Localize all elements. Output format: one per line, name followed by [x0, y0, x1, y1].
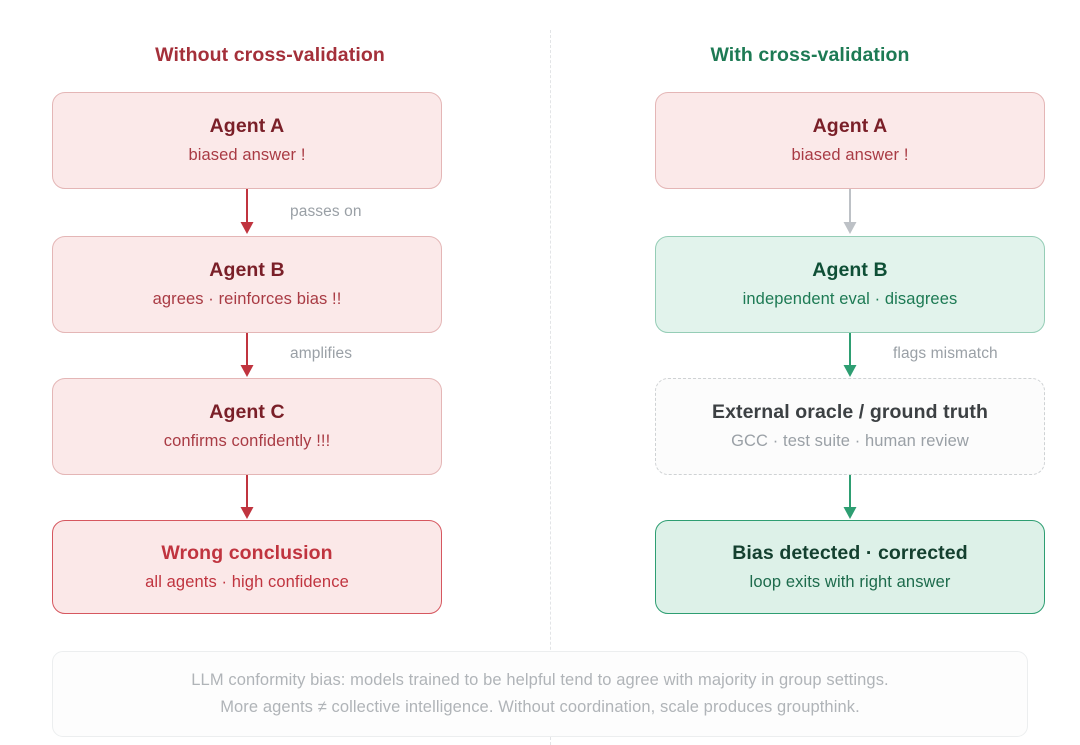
- edge-label-flags-mismatch: flags mismatch: [893, 345, 998, 362]
- arrow-left-a-to-b: [235, 189, 259, 235]
- arrow-right-b-to-oracle: [838, 333, 862, 378]
- node-subtitle: agrees · reinforces bias !!: [152, 290, 342, 309]
- node-title: External oracle / ground truth: [711, 401, 989, 424]
- arrow-left-b-to-c: [235, 333, 259, 378]
- column-without-cross-validation: Without cross-validation Agent A biased …: [0, 0, 540, 640]
- footer-line-2: More agents ≠ collective intelligence. W…: [220, 698, 860, 716]
- node-subtitle: independent eval · disagrees: [742, 290, 958, 309]
- node-right-agent-a: Agent A biased answer !: [655, 92, 1045, 189]
- node-subtitle: biased answer !: [791, 146, 909, 165]
- node-right-agent-b: Agent B independent eval · disagrees: [655, 236, 1045, 333]
- node-subtitle: loop exits with right answer: [749, 572, 951, 591]
- node-subtitle: confirms confidently !!!: [163, 432, 331, 451]
- node-left-agent-b: Agent B agrees · reinforces bias !!: [52, 236, 442, 333]
- footer-note: LLM conformity bias: models trained to b…: [52, 651, 1028, 737]
- node-subtitle: biased answer !: [188, 146, 306, 165]
- arrow-right-a-to-b: [838, 189, 862, 235]
- node-subtitle: GCC · test suite · human review: [731, 432, 969, 451]
- arrow-right-oracle-to-result: [838, 475, 862, 520]
- node-right-bias-detected: Bias detected · corrected loop exits wit…: [655, 520, 1045, 614]
- edge-label-amplifies: amplifies: [290, 345, 353, 362]
- column-divider: [550, 30, 551, 745]
- node-title: Bias detected · corrected: [732, 541, 968, 564]
- node-subtitle: all agents · high confidence: [145, 572, 349, 591]
- node-title: Agent C: [209, 401, 285, 424]
- footer-line-1: LLM conformity bias: models trained to b…: [191, 671, 889, 690]
- node-title: Wrong conclusion: [161, 541, 333, 564]
- node-title: Agent A: [209, 115, 285, 138]
- node-left-agent-a: Agent A biased answer !: [52, 92, 442, 189]
- node-title: Agent A: [812, 115, 888, 138]
- column-with-cross-validation: With cross-validation Agent A biased ans…: [540, 0, 1080, 640]
- arrow-left-c-to-conclusion: [235, 475, 259, 520]
- right-column-title: With cross-validation: [710, 44, 910, 66]
- left-column-title: Without cross-validation: [155, 44, 385, 66]
- node-left-wrong-conclusion: Wrong conclusion all agents · high confi…: [52, 520, 442, 614]
- node-title: Agent B: [209, 259, 285, 282]
- node-left-agent-c: Agent C confirms confidently !!!: [52, 378, 442, 475]
- node-title: Agent B: [812, 259, 888, 282]
- node-right-external-oracle: External oracle / ground truth GCC · tes…: [655, 378, 1045, 475]
- edge-label-passes-on: passes on: [290, 203, 362, 220]
